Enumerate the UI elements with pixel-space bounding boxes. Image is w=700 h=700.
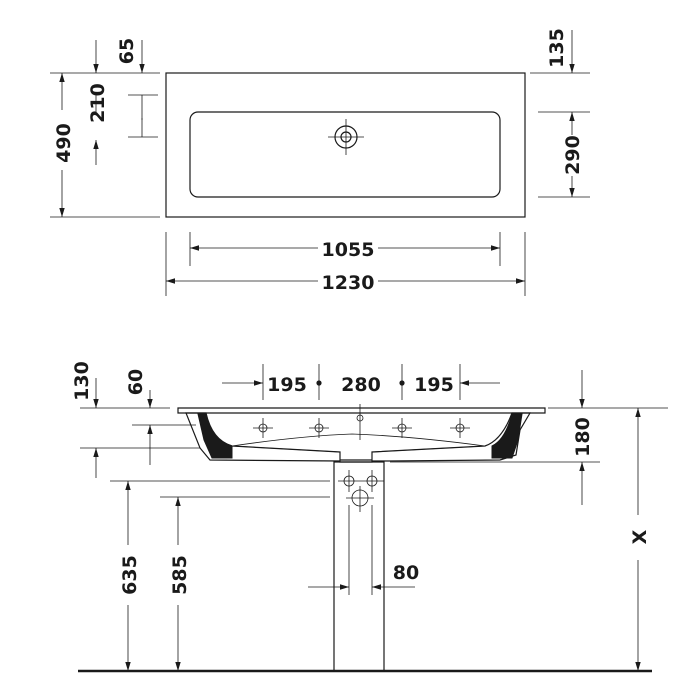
dim-585: 585 [169,555,191,595]
dim-290: 290 [562,135,584,175]
dim-635: 635 [119,555,141,595]
dim-x: X [629,529,651,544]
tap-hole-markers [253,404,470,440]
waste-trap-icon [338,470,384,512]
dim-60: 60 [125,369,147,395]
dim-65: 65 [116,38,138,64]
front-view: 195 280 195 130 60 635 585 80 [71,361,668,673]
basin-wall-right [491,413,523,459]
top-view: 490 210 65 135 290 1055 1230 [50,28,590,296]
dim-210: 210 [87,83,109,123]
basin-outline-top [165,72,526,218]
dim-130: 130 [71,361,93,401]
dim-490: 490 [53,123,75,163]
bowl-outline-top [189,111,501,198]
dim-280: 280 [341,374,381,396]
dim-1230: 1230 [322,272,375,294]
dim-1055: 1055 [322,239,375,261]
drain-icon [328,119,364,155]
dim-80: 80 [393,562,419,584]
dim-180: 180 [572,417,594,457]
basin-wall-left [197,413,233,459]
pedestal [333,461,385,672]
basin-rim [177,407,546,414]
dim-135: 135 [546,28,568,68]
dim-195-left: 195 [267,374,307,396]
dim-195-right: 195 [414,374,454,396]
